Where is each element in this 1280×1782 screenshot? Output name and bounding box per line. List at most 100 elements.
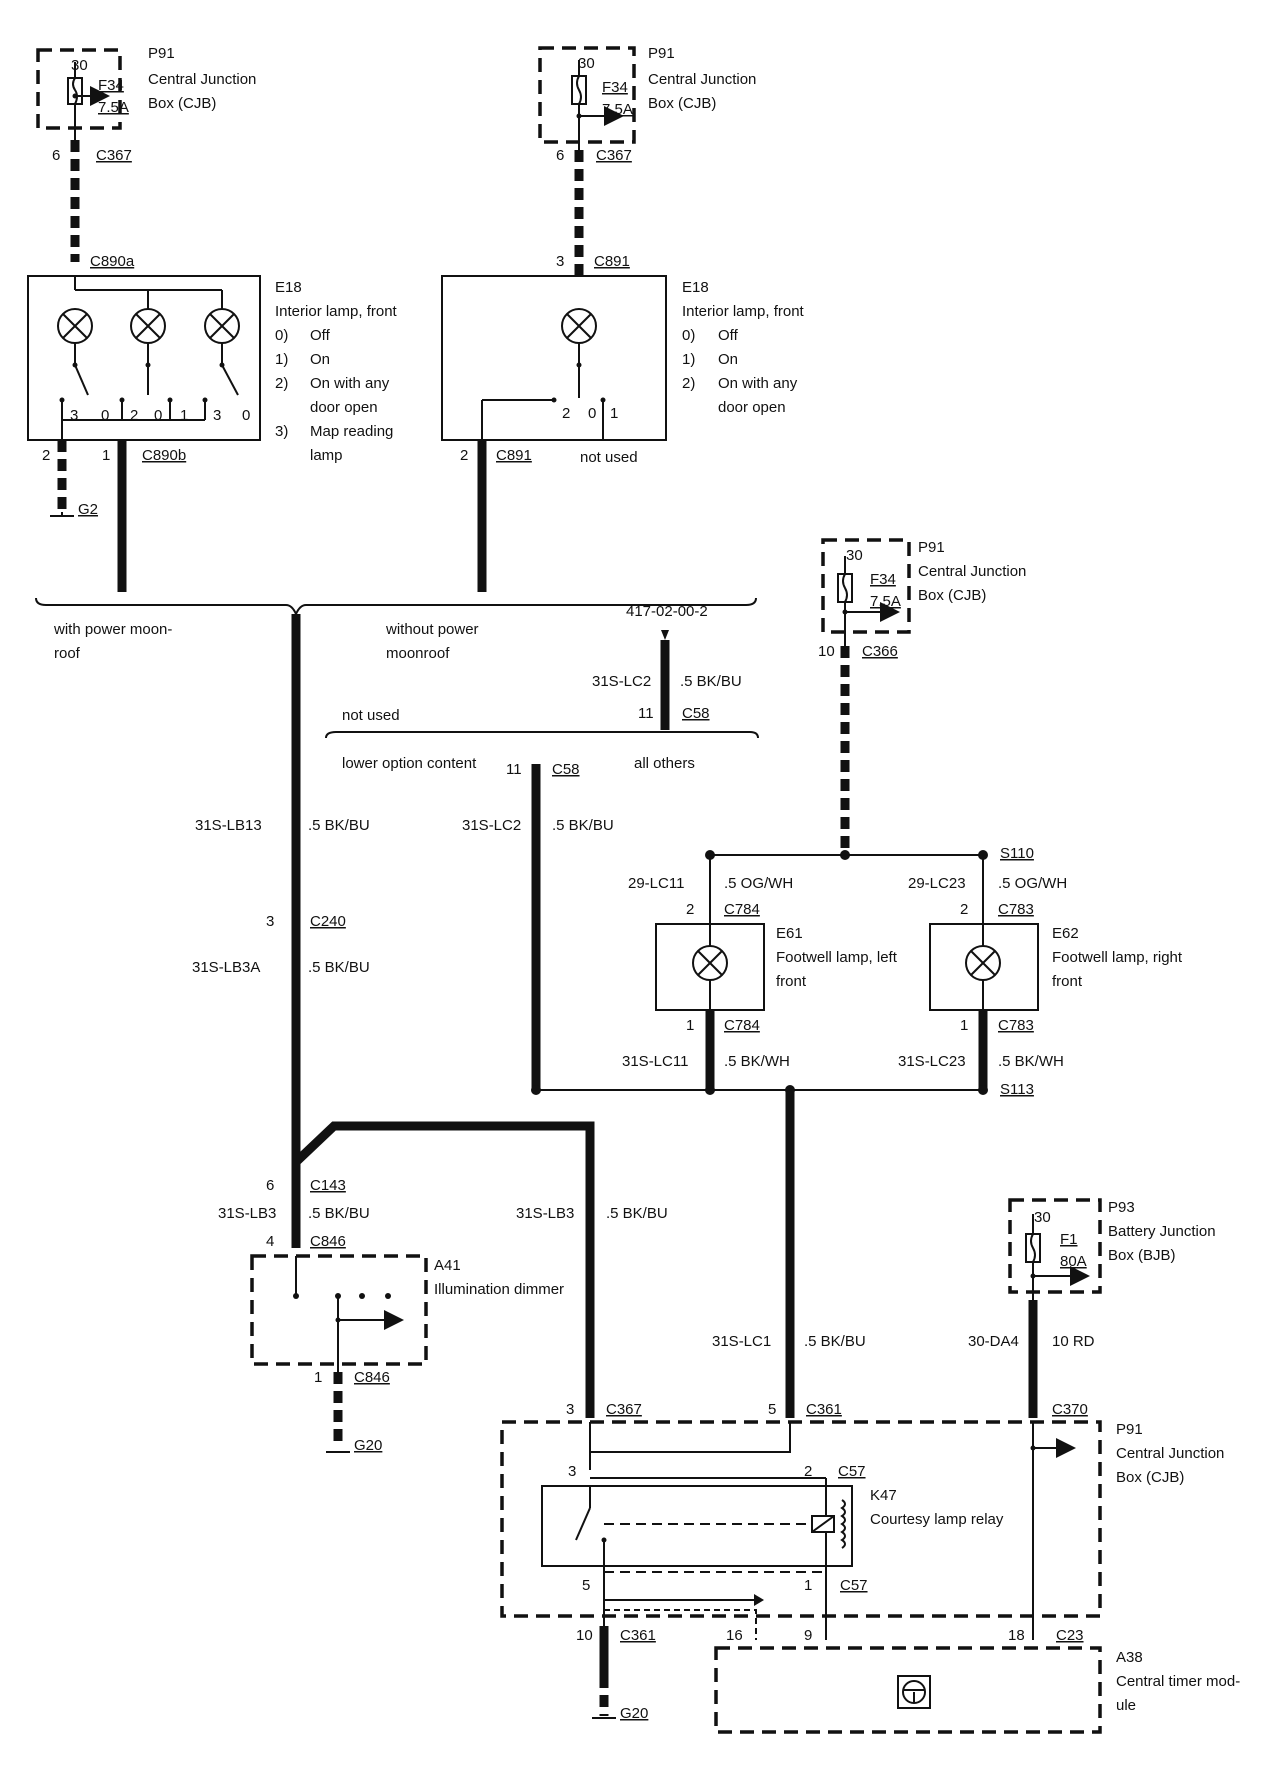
wire-gauge: .5 BK/WH (998, 1053, 1064, 1070)
contact-label: 0 (154, 407, 162, 424)
pin-number: 18 (1008, 1627, 1025, 1644)
connector-label: C783 (998, 901, 1034, 918)
wire-gauge: .5 OG/WH (724, 875, 793, 892)
ground-label: G20 (620, 1705, 648, 1722)
connector-label: C57 (838, 1463, 866, 1480)
component-line: Footwell lamp, left (776, 949, 898, 966)
interior-lamp-right: 2 0 1 E18 Interior lamp, front 0) Off 1)… (441, 275, 805, 441)
pin-number: 5 (768, 1401, 776, 1418)
lamp-icon (130, 308, 166, 344)
connector-label: C891 (594, 253, 630, 270)
illumination-dimmer: A41 Illumination dimmer (250, 1254, 564, 1372)
pin-number: 11 (506, 761, 522, 778)
fuse-box-code: P91 (148, 45, 175, 62)
state-text: Off (310, 327, 331, 344)
courtesy-lamp-relay: K47 Courtesy lamp relay (541, 1485, 1004, 1576)
wire-id: 31S-LB13 (195, 817, 262, 834)
footwell-lamp-right: E62 Footwell lamp, right front (929, 923, 1183, 1011)
component-code: K47 (870, 1487, 897, 1504)
connector-label: C784 (724, 901, 760, 918)
pin-number: 3 (266, 913, 274, 930)
branch-label: not used (342, 707, 400, 724)
wire-gauge: .5 OG/WH (998, 875, 1067, 892)
branch-label: lower option content (342, 755, 477, 772)
fuse-amp: 7.5A (98, 99, 129, 116)
fuse-pin: 30 (578, 55, 595, 72)
wire-id: 31S-LB3A (192, 959, 260, 976)
connector-label: C367 (596, 147, 632, 164)
wire-gauge: .5 BK/BU (308, 959, 370, 976)
pin-number: 1 (960, 1017, 968, 1034)
fuse-label: F1 (1060, 1231, 1078, 1248)
state-text: On (310, 351, 330, 368)
component-line: Central timer mod- (1116, 1673, 1240, 1690)
connector-label: C366 (862, 643, 898, 660)
connector-label: C57 (840, 1577, 868, 1594)
state-index: 0) (275, 327, 288, 344)
connector-label: C890a (90, 253, 135, 270)
fuse-box-name: Battery Junction (1108, 1223, 1216, 1240)
fuse-amp: 80A (1060, 1253, 1087, 1270)
branch-label: all others (634, 755, 695, 772)
steering-wheel-icon (897, 1675, 931, 1709)
state-text: On with any (310, 375, 390, 392)
component-code: E61 (776, 925, 803, 942)
wire-gauge: .5 BK/BU (552, 817, 614, 834)
wire-gauge: .5 BK/BU (680, 673, 742, 690)
branch-label: roof (54, 645, 81, 662)
lamp-icon (965, 945, 1001, 981)
ground-label: G2 (78, 501, 98, 518)
fuse-box-name: Central Junction (648, 71, 756, 88)
wire-id: 31S-LB3 (516, 1205, 574, 1222)
splice-label: S113 (1000, 1081, 1034, 1098)
contact-label: 2 (130, 407, 138, 424)
pin-number: 16 (726, 1627, 743, 1644)
wire-id: 29-LC11 (628, 875, 684, 892)
pin-number: 9 (804, 1627, 812, 1644)
fuse-pin: 30 (71, 57, 88, 74)
fuse-amp: 7.5A (602, 101, 633, 118)
footwell-lamp-left: E61 Footwell lamp, left front (655, 923, 898, 1011)
wire-id: 30-DA4 (968, 1333, 1019, 1350)
connector-label: C361 (806, 1401, 842, 1418)
pin-number: 4 (266, 1233, 274, 1250)
contact-label: 0 (101, 407, 109, 424)
wire-id: 31S-LC1 (712, 1333, 771, 1350)
wire-id: 31S-LB3 (218, 1205, 276, 1222)
fuse-box-p91-3: 30 F34 7.5A P91 Central Junction Box (CJ… (818, 538, 1026, 660)
pin-number: 1 (804, 1577, 812, 1594)
component-code: E18 (682, 279, 709, 296)
state-text: Map reading (310, 423, 393, 440)
fuse-label: F34 (870, 571, 896, 588)
contact-label: 0 (588, 405, 596, 422)
component-line: Box (CJB) (1116, 1469, 1184, 1486)
pin-number: 10 (818, 643, 835, 660)
component-line: Central Junction (1116, 1445, 1224, 1462)
connector-label: C367 (96, 147, 132, 164)
state-index: 3) (275, 423, 288, 440)
fuse-label: F34 (602, 79, 628, 96)
component-line: front (1052, 973, 1083, 990)
fuse-box-name: Box (CJB) (918, 587, 986, 604)
fuse-box-code: P91 (918, 539, 945, 556)
connector-label: C23 (1056, 1627, 1084, 1644)
pin-number: 6 (266, 1177, 274, 1194)
component-line: Interior lamp, front (682, 303, 805, 320)
pin-number: 2 (460, 447, 468, 464)
option-brace-moonroof: with power moon- roof without power moon… (35, 597, 757, 662)
pin-number: 2 (42, 447, 50, 464)
connector-label: C846 (310, 1233, 346, 1250)
connector-label: C890b (142, 447, 186, 464)
fuse-box-code: P93 (1108, 1199, 1135, 1216)
interior-lamp-left: 3 0 2 0 1 3 0 E18 Interior lamp, front 0… (27, 275, 398, 464)
reference-id: 417-02-00-2 (626, 603, 708, 620)
lamp-icon (57, 308, 93, 344)
state-index: 2) (682, 375, 695, 392)
wire-gauge: .5 BK/BU (804, 1333, 866, 1350)
fuse-box-p93: 30 F1 80A P93 Battery Junction Box (BJB) (1008, 1198, 1216, 1300)
component-code: E62 (1052, 925, 1079, 942)
component-code: A41 (434, 1257, 461, 1274)
option-brace-content: not used lower option content all others… (325, 707, 759, 778)
state-text: On with any (718, 375, 798, 392)
